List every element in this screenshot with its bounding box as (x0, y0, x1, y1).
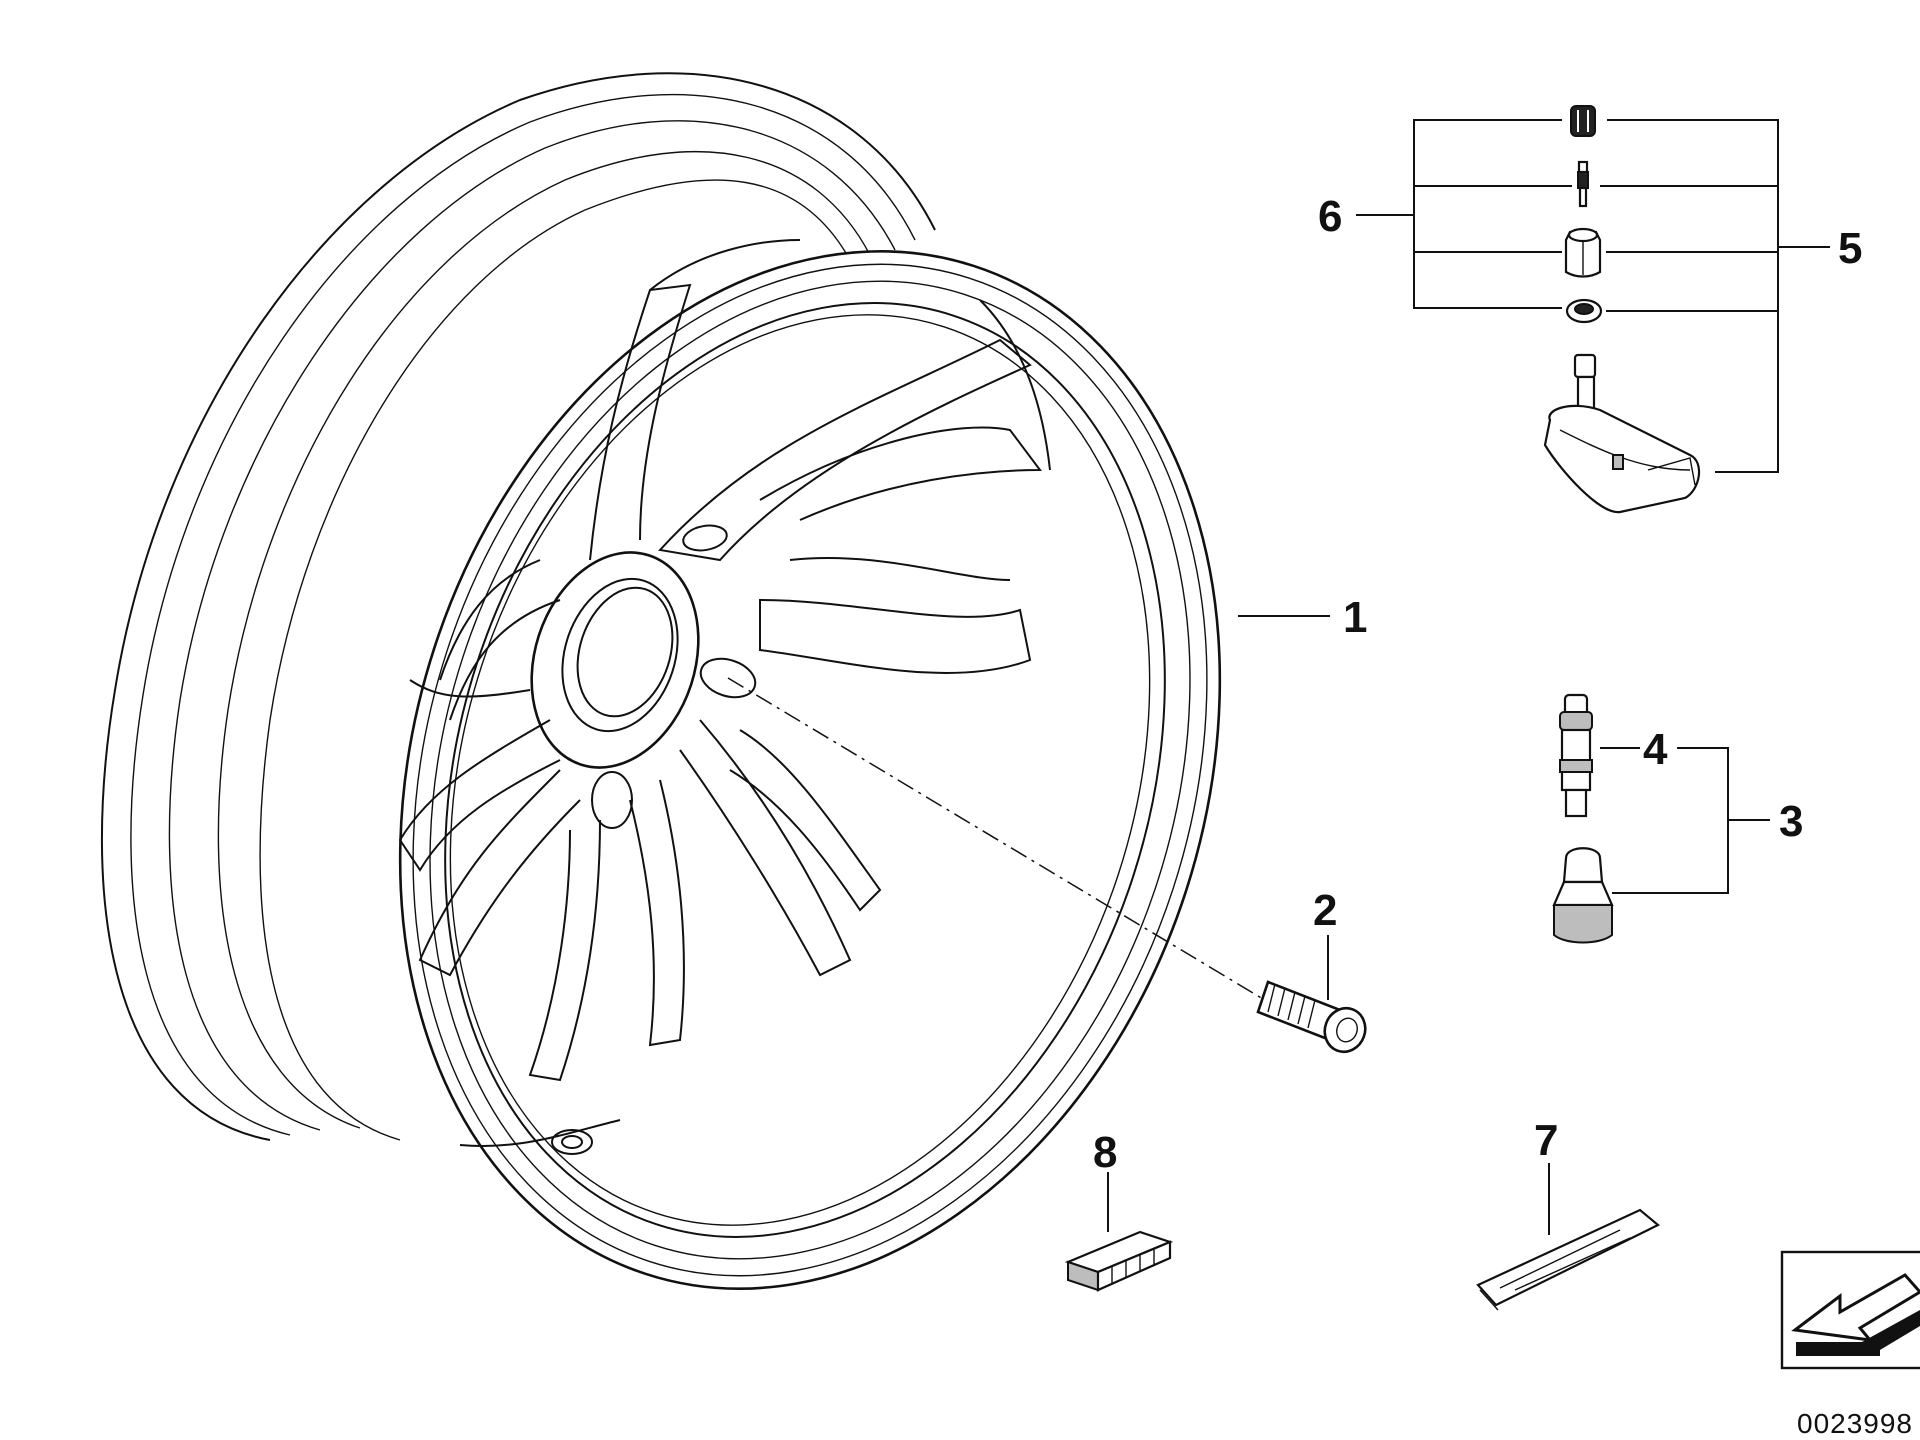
callout-3-number: 3 (1779, 797, 1803, 846)
reference-number: 0023998 (1797, 1408, 1913, 1439)
callout-8-number: 8 (1093, 1128, 1117, 1177)
valve-core-illustration (1577, 160, 1589, 208)
valve-stem-illustration (1552, 847, 1614, 944)
callout-7-number: 7 (1534, 1116, 1558, 1165)
bolt-illustration (1256, 980, 1367, 1054)
bolt-axis-dashed (727, 677, 1269, 1003)
callout-5-bracket (1607, 119, 1779, 473)
callout-1-number: 1 (1343, 593, 1367, 642)
callout-5-number: 5 (1838, 224, 1862, 273)
valve-insert-illustration (1559, 693, 1593, 818)
callout-2-number: 2 (1313, 886, 1337, 935)
valve-washer-illustration (1565, 298, 1603, 324)
valve-cap-illustration (1570, 105, 1596, 137)
arrow-return-icon (1780, 1250, 1920, 1370)
wheel-rim (100, 72, 1222, 1290)
tpms-sensor-illustration (1543, 353, 1701, 514)
sticker-strip-illustration (1476, 1208, 1661, 1311)
balance-weight-illustration (1064, 1230, 1174, 1292)
valve-nut-illustration (1564, 227, 1602, 278)
callout-4-number: 4 (1643, 725, 1668, 774)
callout-6-bracket (1413, 119, 1562, 309)
callout-6-number: 6 (1318, 192, 1342, 241)
wheel-spokes (398, 239, 1051, 1155)
callout-4-3-bracket (1612, 747, 1729, 894)
